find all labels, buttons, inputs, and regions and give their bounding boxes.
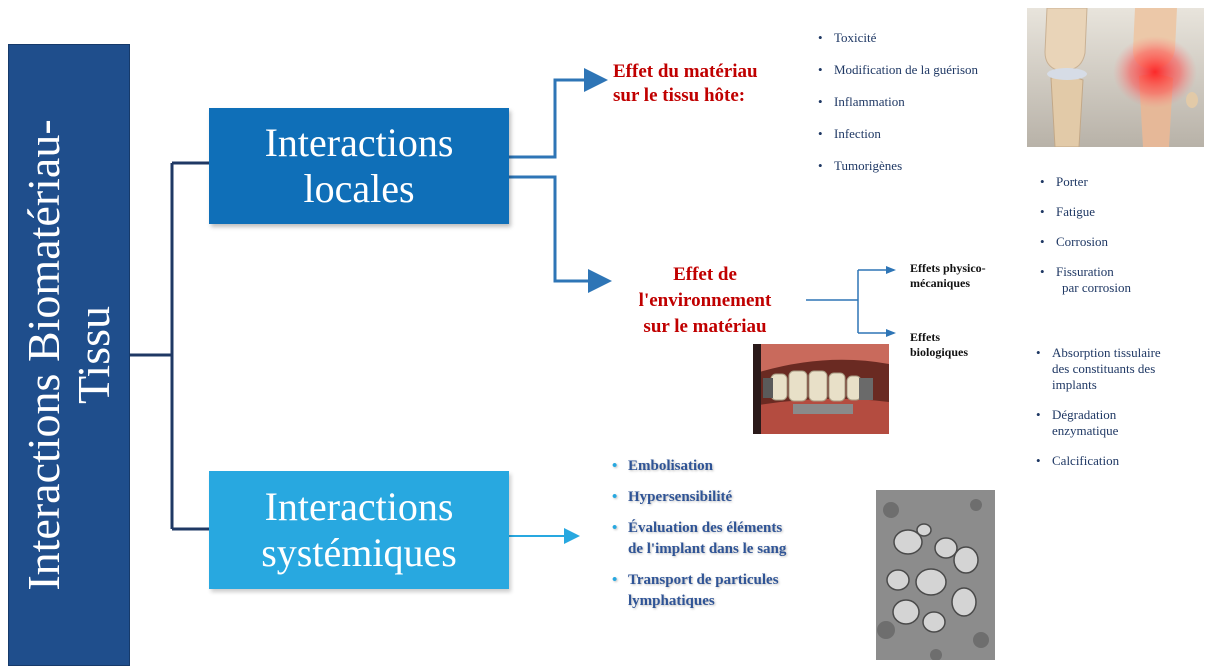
physico-mechanical-label: Effets physico- mécaniques bbox=[910, 261, 1020, 291]
systemic-box-line2: systémiques bbox=[261, 530, 457, 575]
list-item: Fissuration par corrosion bbox=[1040, 264, 1190, 296]
arrow-to-material-effect bbox=[509, 68, 608, 159]
knee-photo bbox=[1027, 8, 1204, 147]
list-item-line: Fissuration bbox=[1056, 264, 1114, 279]
physico-line2: mécaniques bbox=[910, 276, 970, 290]
list-item-line: des constituants des bbox=[1052, 361, 1156, 376]
environment-effect-line2: l'environnement bbox=[638, 290, 772, 311]
physico-effects-list: Porter Fatigue Corrosion Fissuration par… bbox=[1040, 174, 1190, 310]
list-item-line: Transport de particules bbox=[628, 572, 779, 588]
environment-effect-heading: Effet de l'environnement sur le matériau bbox=[610, 262, 800, 340]
sidebar-title-box: Interactions Biomatériau- Tissu bbox=[8, 44, 130, 666]
local-box-line1: Interactions bbox=[264, 120, 454, 165]
list-item: Transport de particules lymphatiques bbox=[612, 570, 862, 612]
list-item: Tumorigènes bbox=[818, 158, 1023, 174]
list-item: Modification de la guérison bbox=[818, 62, 1023, 78]
list-item-line: Absorption tissulaire bbox=[1052, 345, 1161, 360]
physico-line1: Effets physico- bbox=[910, 261, 986, 275]
list-item: Dégradation enzymatique bbox=[1036, 407, 1206, 439]
local-box-line2: locales bbox=[303, 166, 415, 211]
split-arrows bbox=[806, 269, 894, 334]
material-effect-heading: Effet du matériau sur le tissu hôte: bbox=[613, 60, 813, 108]
host-effects-list: Toxicité Modification de la guérison Inf… bbox=[818, 30, 1023, 190]
list-item: Calcification bbox=[1036, 453, 1206, 469]
list-item-line: par corrosion bbox=[1062, 280, 1131, 295]
list-item-line: enzymatique bbox=[1052, 423, 1119, 438]
systemic-effects-list: Embolisation Hypersensibilité Évaluation… bbox=[612, 456, 862, 622]
biologic-line2: biologiques bbox=[910, 345, 969, 359]
material-effect-line1: Effet du matériau bbox=[613, 61, 758, 82]
sidebar-title: Interactions Biomatériau- Tissu bbox=[18, 55, 119, 655]
arrow-to-environment-effect bbox=[509, 175, 612, 293]
systemic-box-line1: Interactions bbox=[264, 484, 454, 529]
systemic-interactions-box: Interactions systémiques bbox=[209, 471, 509, 589]
teeth-photo bbox=[753, 344, 889, 434]
list-item: Porter bbox=[1040, 174, 1190, 190]
list-item: Hypersensibilité bbox=[612, 487, 862, 508]
list-item-line: Dégradation bbox=[1052, 407, 1117, 422]
list-item: Embolisation bbox=[612, 456, 862, 477]
bio-effects-list: Absorption tissulaire des constituants d… bbox=[1036, 345, 1206, 483]
sidebar-title-line1: Interactions Biomatériau- bbox=[18, 119, 69, 591]
list-item: Inflammation bbox=[818, 94, 1023, 110]
material-effect-line2: sur le tissu hôte: bbox=[613, 85, 746, 106]
list-item: Corrosion bbox=[1040, 234, 1190, 250]
biological-label: Effets biologiques bbox=[910, 330, 1000, 360]
list-item: Toxicité bbox=[818, 30, 1023, 46]
list-item-line: Évaluation des éléments bbox=[628, 520, 783, 536]
list-item-line: implants bbox=[1052, 377, 1097, 392]
tree-connector bbox=[130, 161, 209, 531]
list-item-line: lymphatiques bbox=[628, 593, 715, 609]
local-interactions-box: Interactions locales bbox=[209, 108, 509, 224]
list-item: Évaluation des éléments de l'implant dan… bbox=[612, 518, 862, 560]
list-item: Absorption tissulaire des constituants d… bbox=[1036, 345, 1206, 393]
environment-effect-line3: sur le matériau bbox=[643, 316, 767, 337]
biologic-line1: Effets bbox=[910, 330, 940, 344]
sidebar-title-line2: Tissu bbox=[68, 305, 119, 405]
list-item: Infection bbox=[818, 126, 1023, 142]
sem-micrograph bbox=[876, 490, 995, 660]
list-item-line: de l'implant dans le sang bbox=[628, 541, 787, 557]
list-item: Fatigue bbox=[1040, 204, 1190, 220]
environment-effect-line1: Effet de bbox=[673, 264, 737, 285]
